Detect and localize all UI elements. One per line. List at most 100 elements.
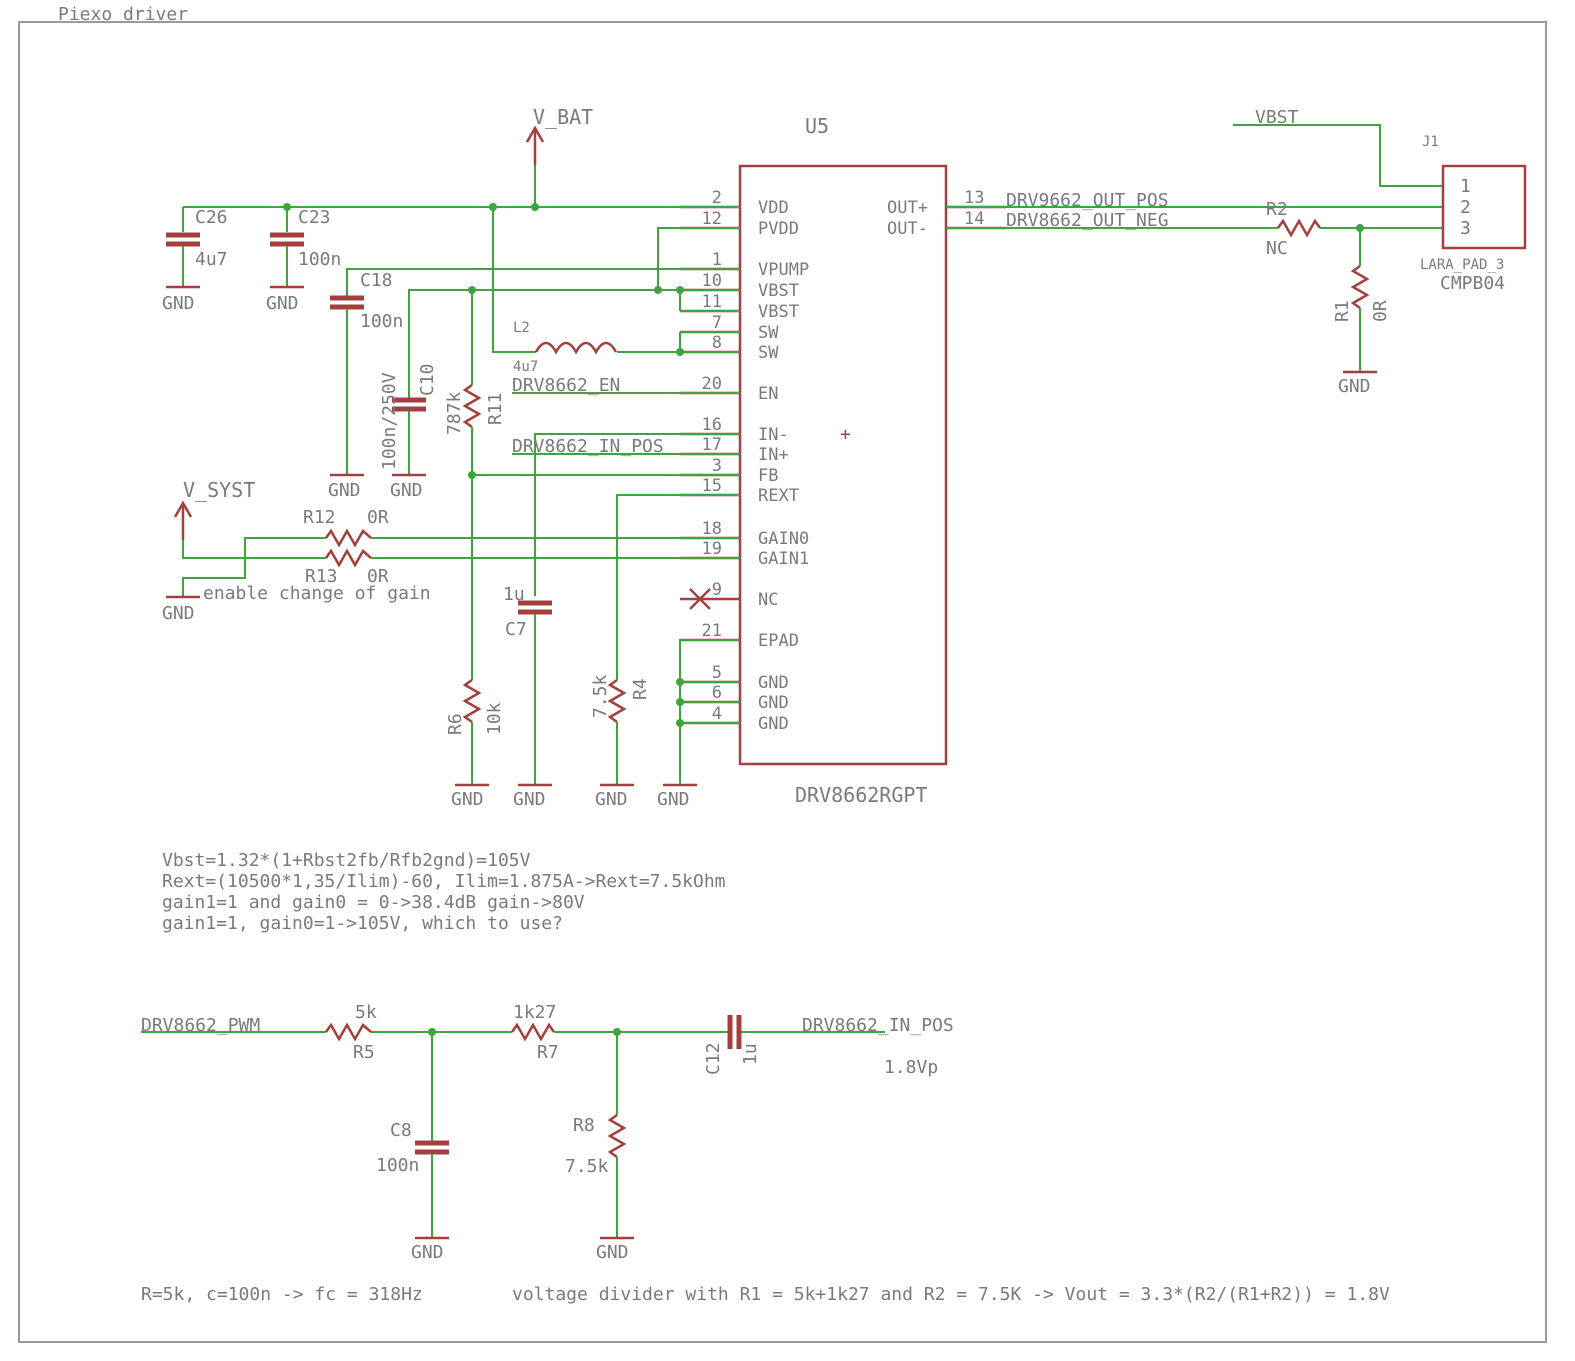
pin-number: 19: [702, 539, 722, 559]
pin-number: 3: [712, 456, 722, 476]
pin-number: 4: [712, 704, 722, 724]
c23-ref: C23: [298, 207, 331, 228]
pin-number: 5: [712, 663, 722, 683]
pin-number: 21: [702, 621, 722, 641]
ic-ref: U5: [805, 114, 829, 138]
pin-number: 9: [712, 580, 722, 600]
epad-wire: [679, 639, 740, 784]
gnd-label: GND: [162, 293, 195, 314]
r11-value: 787k: [444, 391, 465, 435]
net-v-bat: V_BAT: [533, 105, 593, 129]
pin-name: SW: [758, 323, 779, 343]
j1-package: LARA_PAD_3: [1420, 257, 1504, 273]
pin-name: VPUMP: [758, 260, 809, 280]
gnd-label: GND: [328, 480, 361, 501]
r5-value: 5k: [355, 1002, 377, 1023]
pin-number: 8: [712, 333, 722, 353]
c26-ref: C26: [195, 207, 228, 228]
net-v-syst: V_SYST: [183, 478, 255, 502]
resistor-r11: [462, 383, 482, 429]
r11-ref: R11: [485, 392, 506, 425]
j1-pin-1: 1: [1460, 176, 1471, 197]
c8-ref: C8: [390, 1120, 412, 1141]
pin-name: SW: [758, 343, 779, 363]
c18-ref: C18: [360, 270, 393, 291]
net-en: DRV8662_EN: [512, 375, 620, 396]
pin-name: REXT: [758, 486, 799, 506]
pin-number: 12: [702, 209, 722, 229]
junction-dots: [283, 203, 684, 727]
pin-number: 15: [702, 476, 722, 496]
pin-name: PVDD: [758, 219, 799, 239]
gnd-label: GND: [390, 480, 423, 501]
pin-number: 1: [712, 250, 722, 270]
pin-name: OUT+: [887, 198, 928, 218]
r12-ref: R12: [303, 507, 336, 528]
net-vbst: VBST: [1255, 107, 1299, 128]
pvdd-wire: [657, 227, 740, 291]
formula-line: gain1=1, gain0=1->105V, which to use?: [162, 913, 563, 934]
r13-value: 0R: [367, 566, 389, 587]
gnd-label: GND: [595, 789, 628, 810]
pin-name: GAIN0: [758, 529, 809, 549]
c10-value: 100n/250V: [379, 372, 400, 470]
resistor-r1: [1350, 264, 1370, 310]
j1-pin-3: 3: [1460, 218, 1471, 239]
c23-value: 100n: [298, 249, 341, 270]
resistor-r7: [510, 1022, 556, 1042]
r5-ref: R5: [353, 1042, 375, 1063]
formula-line: Vbst=1.32*(1+Rbst2fb/Rfb2gnd)=105V: [162, 850, 531, 871]
c12-ref: C12: [703, 1042, 724, 1075]
pin-name: EPAD: [758, 631, 799, 651]
vbat-supply-symbol: [525, 125, 545, 165]
pin-number: 6: [712, 683, 722, 703]
resistor-r8: [607, 1113, 627, 1159]
pin-name: GND: [758, 693, 789, 713]
r2-ref: R2: [1266, 199, 1288, 220]
gnd-label: GND: [657, 789, 690, 810]
pin-number: 13: [964, 188, 984, 208]
r4-value: 7.5k: [590, 674, 611, 718]
pin-number: 17: [702, 435, 722, 455]
pin-name: IN+: [758, 445, 789, 465]
pin-name: GND: [758, 714, 789, 734]
inductor-input-wire: [492, 207, 536, 353]
c7-value: 1u: [503, 584, 525, 605]
net-out-pos: DRV9662_OUT_POS: [1006, 190, 1169, 211]
r7-ref: R7: [537, 1042, 559, 1063]
r1-ref: R1: [1332, 300, 1353, 322]
r2-value: NC: [1266, 238, 1288, 259]
pin-name: GND: [758, 673, 789, 693]
ic-body: [738, 164, 948, 766]
sheet-frame: [18, 21, 1547, 1343]
vpump-wire: [346, 268, 740, 296]
pin-number: 10: [702, 271, 722, 291]
r6-value: 10k: [484, 702, 505, 735]
pin-name: OUT-: [887, 219, 928, 239]
r7-value: 1k27: [513, 1002, 556, 1023]
resistor-r6: [462, 678, 482, 724]
pin-name: VDD: [758, 198, 789, 218]
j1-pin-2: 2: [1460, 197, 1471, 218]
c12-value: 1u: [740, 1043, 761, 1065]
net-pwm: DRV8662_PWM: [141, 1015, 260, 1036]
inductor-l2: [534, 341, 618, 355]
formula-notes: Vbst=1.32*(1+Rbst2fb/Rfb2gnd)=105V Rext=…: [162, 850, 726, 934]
rext-wire: [616, 494, 740, 680]
resistor-r12: [324, 528, 372, 548]
pin-name: NC: [758, 590, 778, 610]
pin-name: EN: [758, 384, 778, 404]
pin-number: 2: [712, 188, 722, 208]
r4-ref: R4: [630, 678, 651, 700]
pin-number: 7: [712, 313, 722, 333]
c26-value: 4u7: [195, 249, 228, 270]
j1-value: CMPB04: [1440, 273, 1505, 294]
